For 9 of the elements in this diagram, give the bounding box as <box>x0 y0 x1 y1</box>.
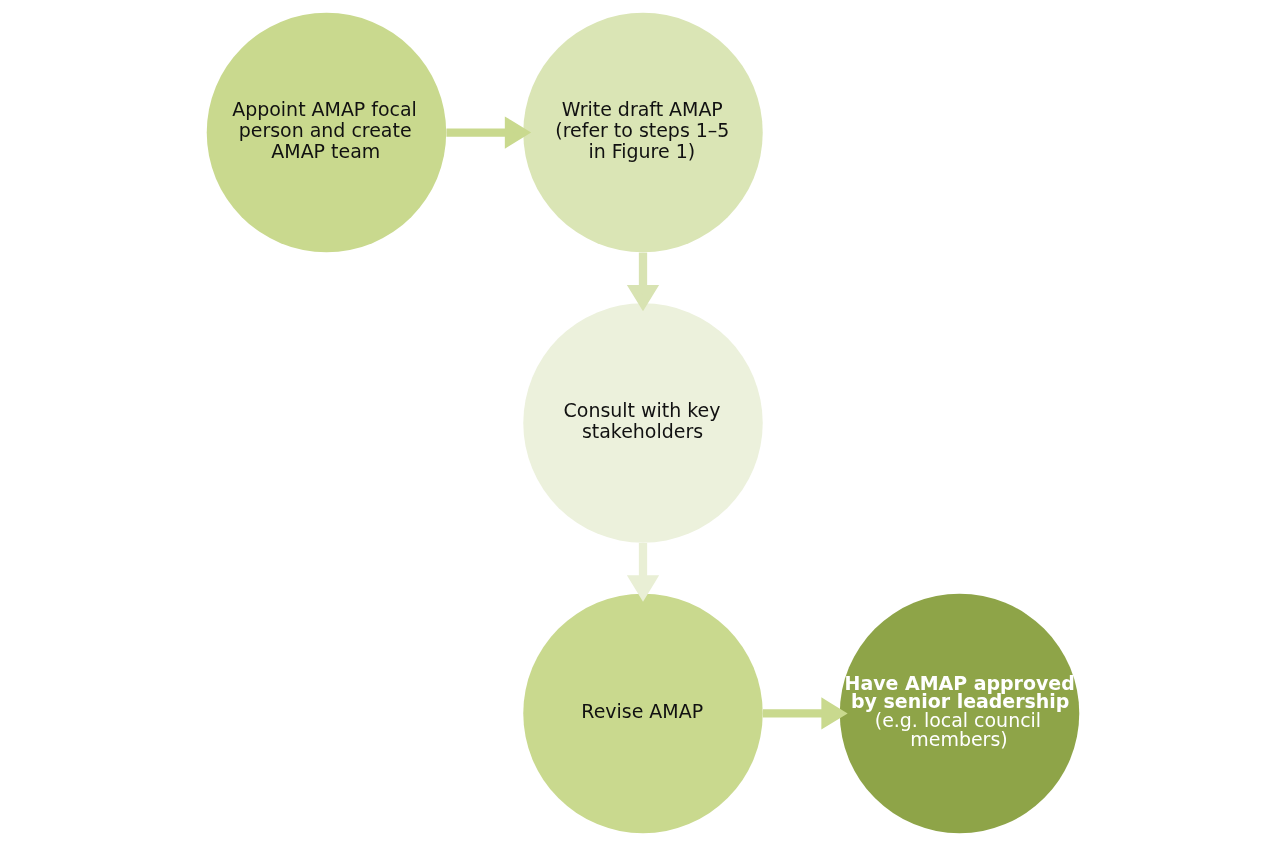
node-circle: Consult with key stakeholders <box>523 303 763 543</box>
node-circle: Revise AMAP <box>523 593 763 834</box>
node-circle: Write draft AMAP (refer to steps 1–5 in Figure 1) <box>523 12 763 253</box>
node-circle: Appoint AMAP focal person and create AMAP team <box>206 12 447 253</box>
arrow <box>446 116 532 149</box>
arrow <box>762 697 848 730</box>
arrow <box>626 543 660 602</box>
arrow <box>626 252 660 312</box>
node-circle: Have AMAP approved by senior leadership (e.g. local council members) <box>839 593 1080 834</box>
